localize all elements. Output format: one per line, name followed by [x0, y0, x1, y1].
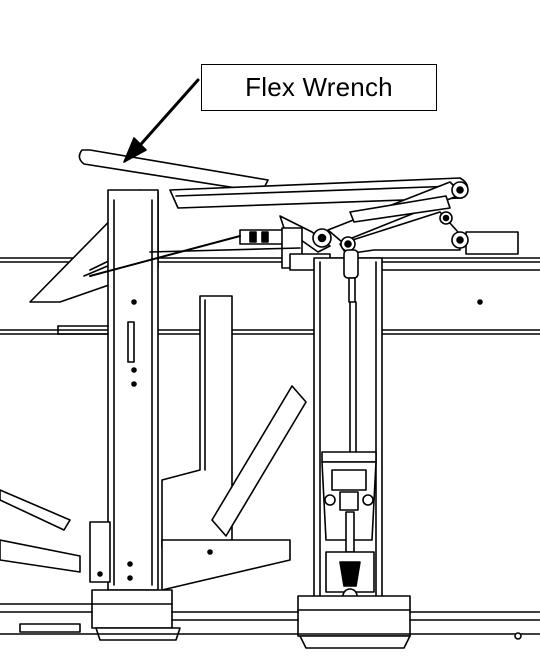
lower-arm	[0, 489, 81, 573]
callout-box: Flex Wrench	[201, 64, 437, 111]
motor-bracket	[161, 295, 291, 591]
frame-bolts	[477, 299, 483, 305]
callout-arrow	[123, 78, 200, 163]
left-column	[89, 189, 159, 591]
linkage-arms	[279, 181, 519, 255]
callout-label: Flex Wrench	[245, 72, 393, 102]
base-feet	[91, 589, 411, 649]
crossbar-rod	[57, 325, 109, 335]
diagonal-strut	[211, 385, 307, 537]
jack-mechanism	[321, 451, 377, 604]
floor-rails	[0, 603, 540, 640]
